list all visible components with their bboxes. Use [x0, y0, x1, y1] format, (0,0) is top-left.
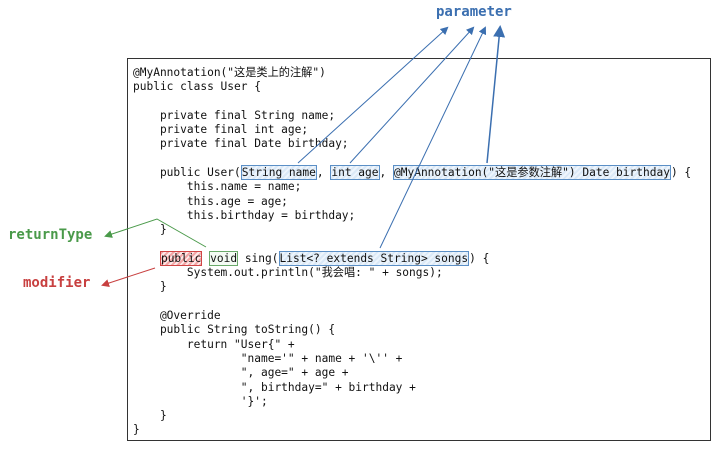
code-line: }: [133, 423, 140, 437]
code-line: ", age=" + age +: [133, 366, 349, 380]
code-frame: [127, 58, 711, 441]
code-line: ) {: [670, 166, 692, 180]
code-line: this.name = name;: [133, 180, 302, 194]
code-line: @Override: [133, 309, 221, 323]
param-date-birthday: @MyAnnotation("这是参数注解") Date birthday: [393, 165, 671, 181]
code-line: }: [133, 409, 167, 423]
param-string-name: String name: [240, 165, 317, 181]
param-songs: List<? extends String> songs: [278, 250, 470, 266]
code-line: public class User {: [133, 80, 261, 94]
code-line: private final int age;: [133, 123, 309, 137]
arrow-param-1: [297, 26, 449, 164]
code-line: this.age = age;: [133, 194, 288, 208]
code-sep: ,: [379, 166, 393, 180]
code-line: @MyAnnotation("这是类上的注解"): [133, 66, 326, 79]
code-sep: ,: [316, 166, 331, 180]
code-line: public User(: [133, 166, 241, 180]
code-line: ) {: [469, 251, 490, 265]
code-line: private final String name;: [133, 108, 336, 122]
code-line: private final Date birthday;: [133, 137, 349, 151]
code-line: }: [133, 223, 167, 237]
code-line: '}';: [133, 394, 268, 408]
code-line: this.birthday = birthday;: [133, 208, 356, 222]
code-line: "name='" + name + '\'' +: [133, 351, 403, 365]
return-type-label: returnType: [8, 227, 93, 243]
modifier-public: public: [159, 250, 203, 266]
arrow-modifier: [101, 267, 156, 287]
code-line: ", birthday=" + birthday +: [133, 380, 416, 394]
code-line: sing(: [238, 251, 279, 265]
modifier-label: modifier: [23, 275, 91, 291]
code-line: return "User{" +: [133, 337, 295, 351]
code-line: }: [133, 280, 167, 294]
parameter-label: parameter: [436, 4, 512, 20]
arrow-param-3: [379, 26, 487, 249]
code-block: @MyAnnotation("这是类上的注解") public class Us…: [133, 66, 691, 438]
code-line: System.out.println("我会唱: " + songs);: [133, 266, 443, 280]
arrow-param-4: [486, 25, 506, 164]
return-type-void: void: [209, 250, 239, 266]
param-int-age: int age: [330, 165, 380, 181]
arrow-return-type: [104, 218, 207, 248]
code-line: public String toString() {: [133, 323, 336, 337]
arrow-param-2: [349, 26, 475, 164]
